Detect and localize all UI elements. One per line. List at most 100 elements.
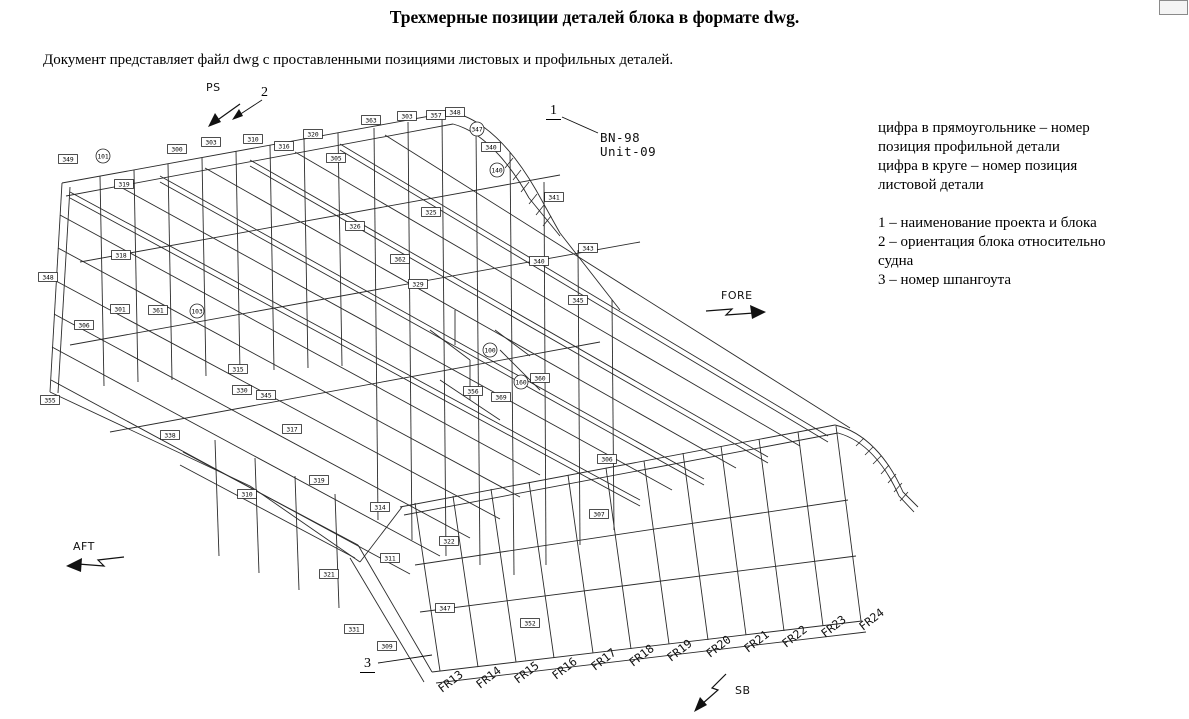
profile-part-callout: 318: [111, 250, 131, 260]
profile-part-callout: 309: [377, 641, 397, 651]
svg-text:330: 330: [236, 387, 248, 394]
unit-label: Unit-09: [600, 144, 657, 159]
svg-text:322: 322: [443, 538, 455, 545]
svg-text:303: 303: [401, 113, 413, 120]
profile-part-callout: 361: [148, 305, 168, 315]
profile-part-callout: 319: [114, 179, 134, 189]
corner-box: [1159, 0, 1188, 15]
profile-part-callout: 340: [481, 142, 501, 152]
profile-part-callout: 314: [370, 502, 390, 512]
frame-label: FR17: [588, 645, 619, 673]
svg-text:305: 305: [330, 155, 342, 162]
svg-text:326: 326: [349, 223, 361, 230]
profile-part-callout: 326: [345, 221, 365, 231]
sheet-part-callout: 160: [513, 374, 529, 390]
profile-part-callout: 320: [303, 129, 323, 139]
svg-text:345: 345: [572, 297, 584, 304]
legend-line: позиция профильной детали: [878, 139, 1060, 155]
profile-part-callout: 330: [232, 385, 252, 395]
svg-text:369: 369: [495, 394, 507, 401]
profile-part-callout: 300: [167, 144, 187, 154]
legend-paragraph-1: цифра в прямоугольнике – номер позиция пр…: [878, 119, 1173, 195]
frame-label: FR21: [741, 627, 772, 655]
svg-text:347: 347: [471, 126, 483, 133]
profile-part-callout: 316: [274, 141, 294, 151]
profile-part-callout: 331: [344, 624, 364, 634]
ref-3-number: 3: [360, 656, 375, 673]
sheet-part-callout: 100: [482, 342, 498, 358]
svg-text:349: 349: [62, 156, 74, 163]
svg-text:310: 310: [241, 491, 253, 498]
ref-2-label: 2: [261, 85, 268, 100]
svg-text:311: 311: [384, 555, 396, 562]
hatching: [504, 157, 909, 502]
svg-text:361: 361: [152, 307, 164, 314]
svg-text:303: 303: [205, 139, 217, 146]
profile-part-callout: 360: [530, 373, 550, 383]
profile-part-callout: 347: [435, 603, 455, 613]
legend-line: цифра в прямоугольнике – номер: [878, 120, 1090, 136]
ref2-arrowhead: [232, 109, 243, 120]
svg-text:343: 343: [582, 245, 594, 252]
frame-label: FR18: [626, 641, 657, 669]
svg-text:160: 160: [515, 379, 527, 386]
svg-text:325: 325: [425, 209, 437, 216]
profile-part-callout: 369: [491, 392, 511, 402]
frame-label: FR23: [818, 612, 849, 640]
profile-part-callout: 357: [426, 110, 446, 120]
svg-text:360: 360: [534, 375, 546, 382]
deck-structure: [49, 111, 851, 576]
leader-lines: [235, 99, 599, 664]
svg-text:348: 348: [449, 109, 461, 116]
svg-text:357: 357: [430, 112, 442, 119]
fore-arrowhead: [750, 305, 766, 319]
legend-line: листовой детали: [878, 177, 984, 193]
legend-line: 2 – ориентация блока относительно: [878, 234, 1106, 250]
profile-part-callout: 307: [589, 509, 609, 519]
profile-part-callout: 310: [243, 134, 263, 144]
svg-text:316: 316: [278, 143, 290, 150]
profile-part-callout: 311: [380, 553, 400, 563]
svg-text:140: 140: [491, 167, 503, 174]
svg-text:310: 310: [247, 136, 259, 143]
profile-part-callout: 305: [326, 153, 346, 163]
profile-part-callout: 315: [228, 364, 248, 374]
svg-text:314: 314: [374, 504, 386, 511]
aft-label: AFT: [73, 540, 95, 553]
profile-part-callout: 306: [74, 320, 94, 330]
svg-text:300: 300: [171, 146, 183, 153]
svg-text:320: 320: [307, 131, 319, 138]
profile-part-callout: 355: [40, 395, 60, 405]
profile-part-callout: 303: [201, 137, 221, 147]
profile-part-callout: 329: [408, 279, 428, 289]
ref-1-label: 1: [546, 103, 561, 120]
project-label: BN-98: [600, 130, 641, 145]
legend-line: 1 – наименование проекта и блока: [878, 215, 1097, 231]
side-shell-structure: [179, 111, 919, 684]
profile-part-callout: 317: [282, 424, 302, 434]
profile-part-callout: 345: [568, 295, 588, 305]
page-title: Трехмерные позиции деталей блока в форма…: [389, 7, 800, 27]
profile-part-callout: 343: [578, 243, 598, 253]
svg-text:362: 362: [394, 256, 406, 263]
profile-part-callout: 303: [397, 111, 417, 121]
ref-3-label: 3: [360, 656, 375, 673]
profile-part-callout: 348: [38, 272, 58, 282]
frame-label: FR22: [779, 622, 809, 650]
profile-part-callout: 352: [520, 618, 540, 628]
svg-text:100: 100: [484, 347, 496, 354]
svg-text:318: 318: [115, 252, 127, 259]
svg-text:103: 103: [191, 308, 203, 315]
ps-arrowhead: [208, 113, 221, 127]
sheet-part-callout: 347: [469, 121, 485, 137]
profile-part-callout: 363: [361, 115, 381, 125]
svg-text:356: 356: [467, 388, 479, 395]
profile-part-callout: 340: [529, 256, 549, 266]
svg-text:331: 331: [348, 626, 360, 633]
fore-label: FORE: [721, 289, 753, 302]
page-subtitle: Документ представляет файл dwg с простав…: [43, 52, 674, 68]
profile-part-callout: 349: [58, 154, 78, 164]
sb-label: SB: [735, 684, 751, 697]
